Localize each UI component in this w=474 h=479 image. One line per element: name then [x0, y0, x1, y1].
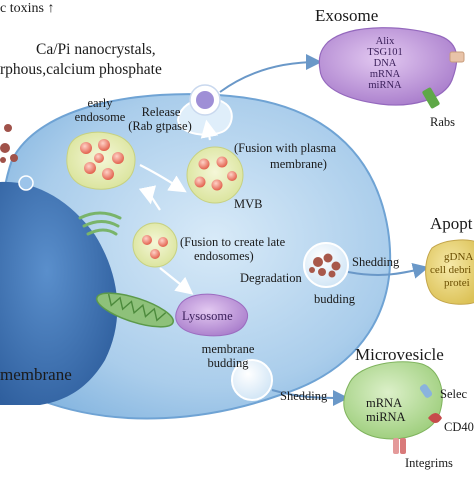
microvesicle-cargo-1: miRNA — [366, 410, 406, 424]
external-arrows — [219, 54, 429, 406]
shedding-bottom-label: Shedding — [280, 389, 328, 403]
lysosome-label: Lysosome — [182, 309, 233, 323]
cd40-icon — [428, 413, 442, 423]
membrane-budding-bubble — [231, 359, 273, 401]
selectin-icon — [419, 384, 433, 398]
apoptotic-cargo-1: cell debri — [430, 264, 472, 276]
microvesicle-title: Microvesicle — [355, 345, 444, 364]
apoptotic-debris-icon — [309, 253, 341, 278]
integrins-label: Integrims — [405, 456, 453, 470]
release-label-line1: Release — [141, 105, 181, 119]
late-endosome-cargo — [142, 235, 168, 259]
internal-pathway-arrows — [138, 119, 219, 295]
golgi-apparatus-icon — [78, 211, 122, 236]
budding-label: budding — [314, 292, 355, 306]
microvesicle-cargo-0: mRNA — [366, 396, 403, 410]
selectin-label: Selec — [440, 387, 468, 401]
toxins-label: c toxins ↑ — [0, 1, 55, 16]
nanocrystals-label-line1: Ca/Pi nanocrystals, — [36, 41, 156, 58]
nanocrystal-particles — [0, 124, 18, 163]
exosome-cargo-3: mRNA — [369, 69, 401, 80]
fusion-plasma-label-line1: (Fusion with plasma — [234, 141, 337, 155]
fusion-late-label-line2: endosomes) — [194, 249, 254, 263]
degradation-bubble — [303, 242, 349, 288]
microvesicle — [343, 361, 443, 440]
nuclear-pore-top — [18, 175, 34, 191]
release-label-line2: (Rab gtpase) — [128, 119, 192, 133]
degradation-label: Degradation — [240, 271, 302, 285]
integrin-icon — [393, 438, 406, 454]
apoptotic-cargo-0: gDNA — [444, 251, 474, 263]
rab-protein-icon — [422, 51, 465, 109]
early-endosome-label-line2: endosome — [74, 110, 126, 124]
nanocrystals-label-line2: rphous,calcium phosphate — [0, 61, 162, 78]
membrane-budding-label-line2: budding — [207, 356, 249, 370]
exosome-title: Exosome — [315, 6, 379, 25]
exosome-cargo-4: miRNA — [368, 80, 402, 91]
mvb-label: MVB — [234, 197, 263, 211]
apoptotic-body — [425, 239, 474, 305]
fusion-plasma-label-line2: membrane) — [270, 157, 327, 171]
membrane-label: membrane — [0, 365, 72, 384]
exosome-cargo-0: Alix — [375, 36, 395, 47]
apoptotic-cargo-2: protei — [444, 277, 470, 289]
mitochondrion-icon — [96, 292, 174, 328]
apoptotic-title: Apopt — [430, 214, 473, 233]
lysosome — [175, 293, 248, 337]
fusion-late-label-line1: (Fusion to create late — [180, 235, 286, 249]
early-endosome-label-line1: early — [87, 96, 113, 110]
mvb-cargo — [194, 156, 237, 191]
exosome-cargo-2: DNA — [373, 58, 397, 69]
cd40-label: CD40 — [444, 420, 474, 434]
membrane-budding-label-line1: membrane — [201, 342, 255, 356]
early-endosome-cargo — [80, 139, 124, 180]
release-vesicle-core — [196, 91, 214, 109]
shedding-right-label: Shedding — [352, 255, 400, 269]
rabs-label: Rabs — [430, 115, 455, 129]
exosome-cargo-1: TSG101 — [367, 47, 403, 58]
nucleus — [0, 181, 118, 405]
late-endosome — [132, 222, 178, 268]
